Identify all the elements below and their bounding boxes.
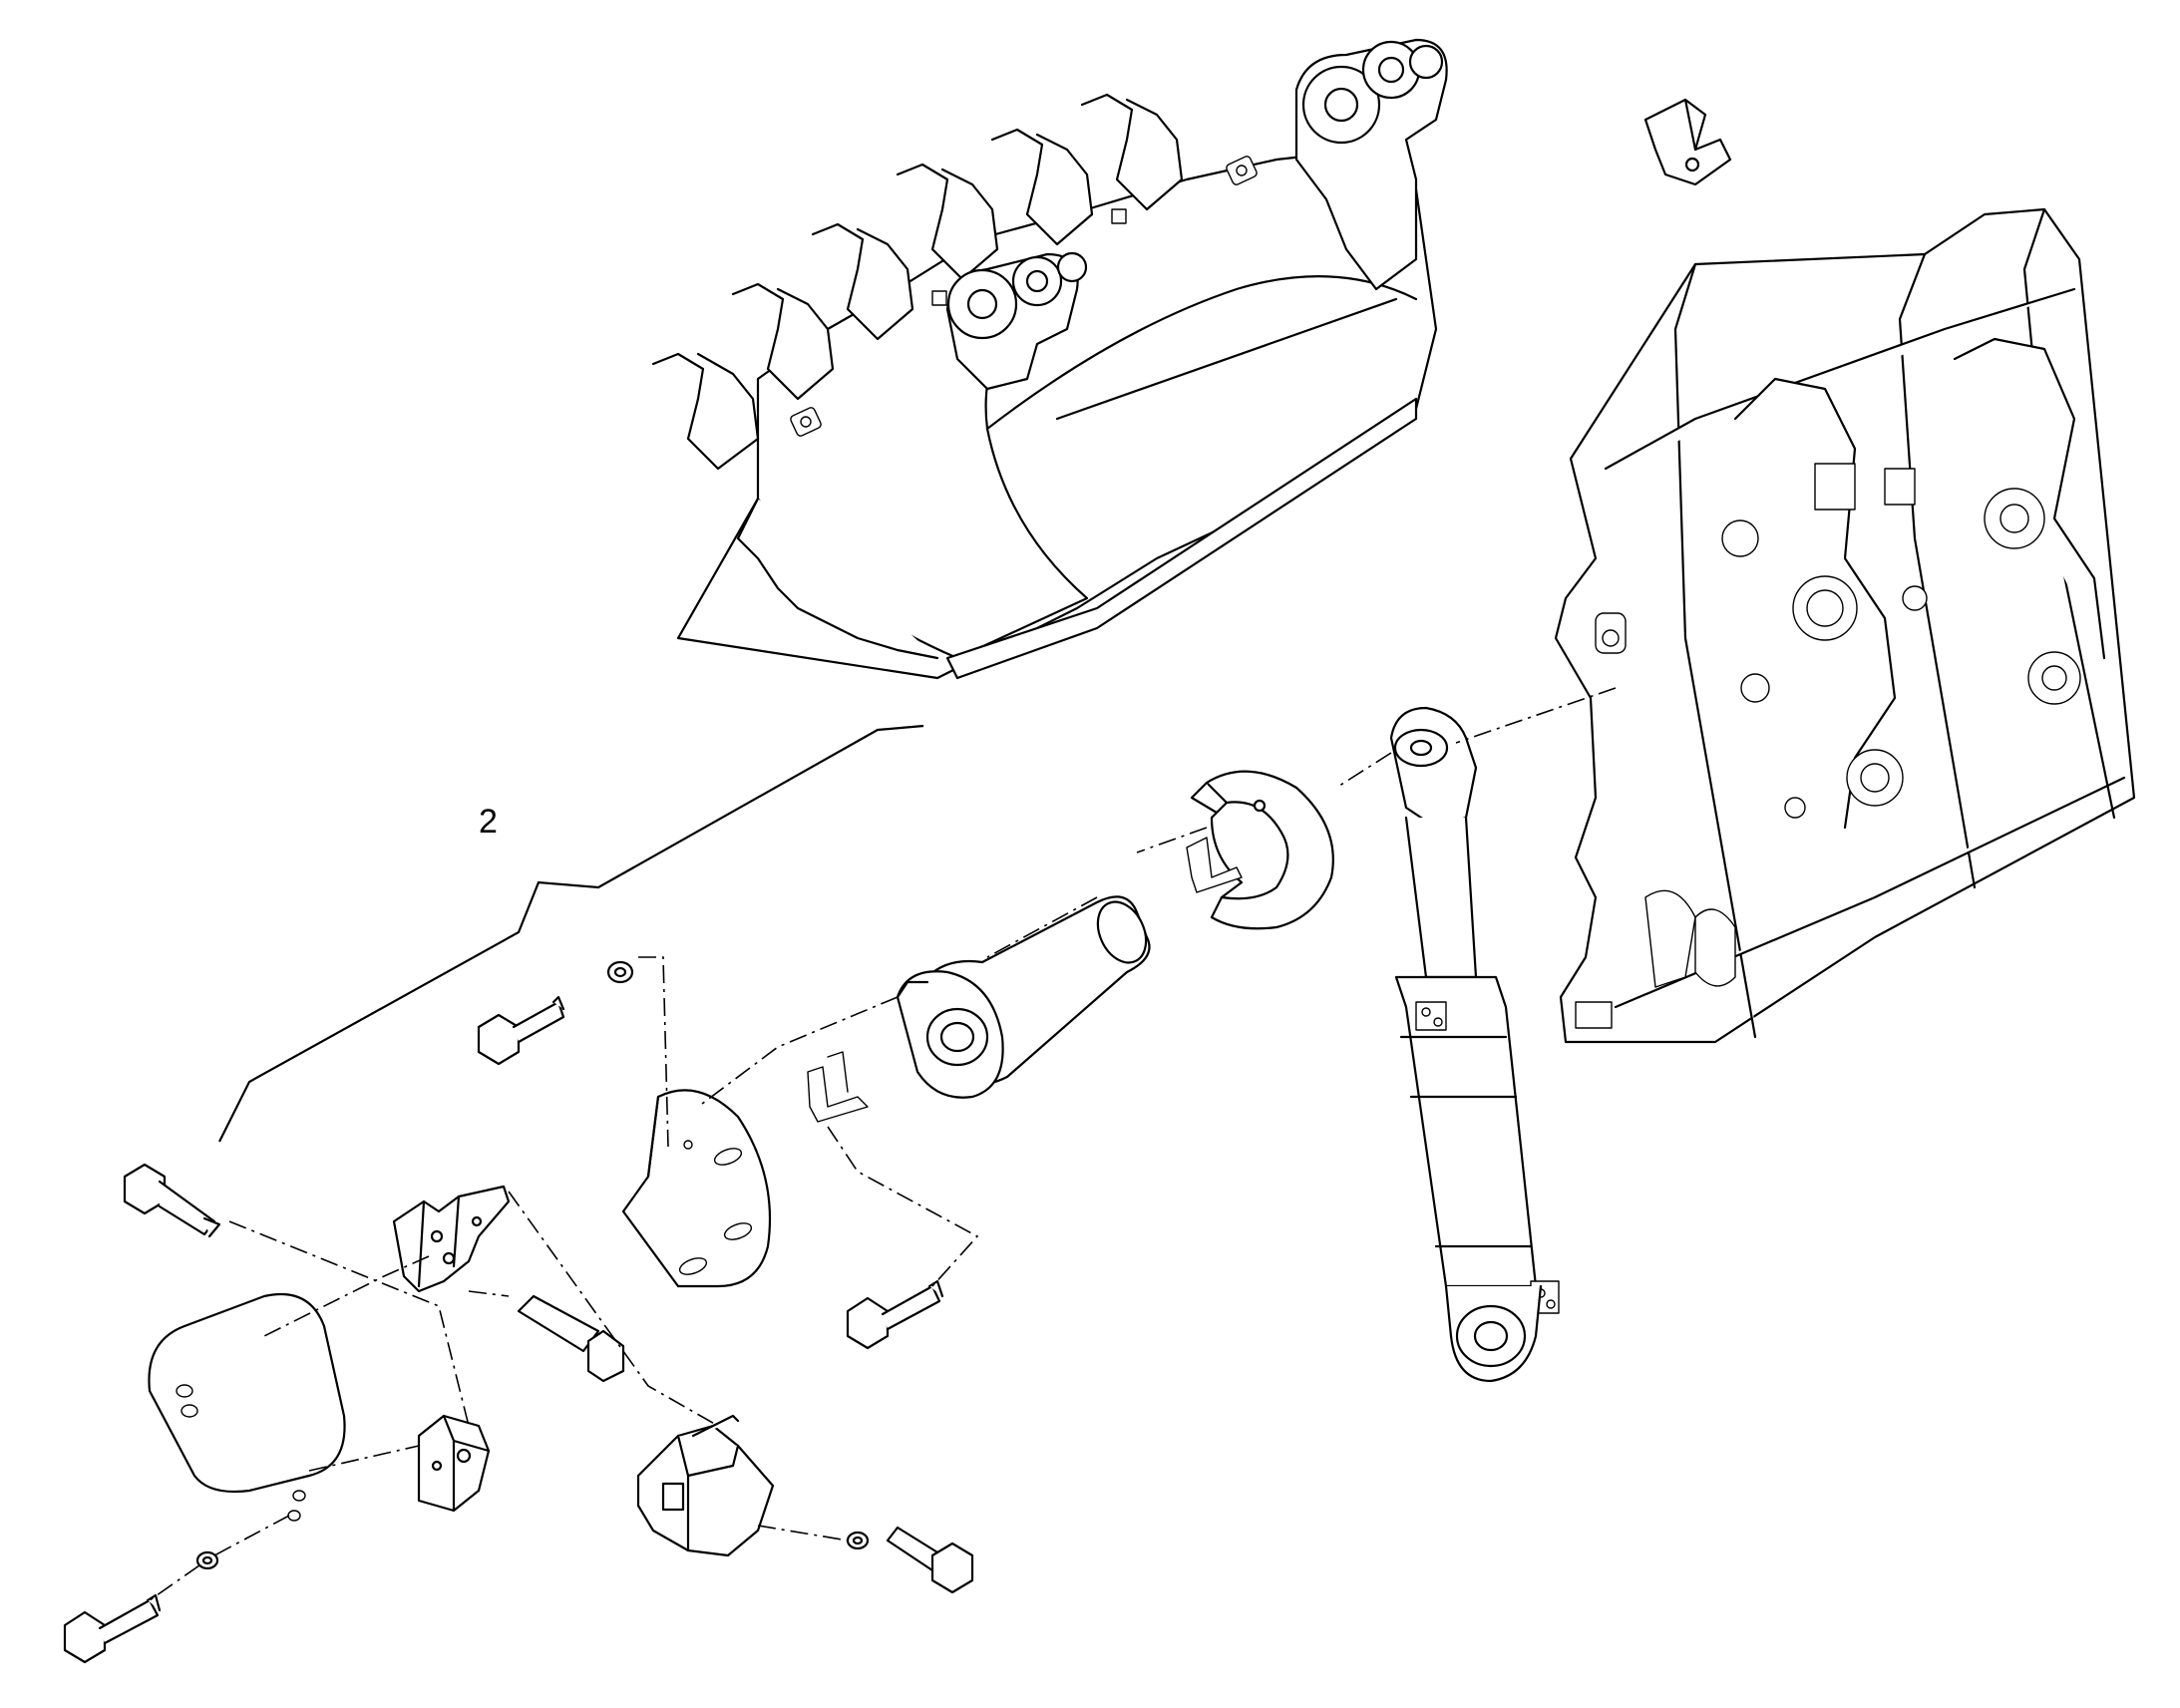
mounting-bracket: [392, 1185, 511, 1293]
bucket-teeth: [651, 93, 1184, 471]
callout-2-leader: [218, 724, 924, 1143]
bolt-bottom-left: [63, 1593, 162, 1664]
retaining-ring: [1190, 770, 1334, 930]
callout-2: 2: [218, 724, 924, 1143]
loader-bucket: [651, 38, 1448, 680]
washer-lower-right: [846, 1531, 870, 1550]
hydraulic-cylinder: [1389, 706, 1560, 1383]
quick-coupler-frame: [1554, 207, 2136, 1044]
bolt-bottom-right: [886, 1526, 974, 1594]
angle-bracket: [1643, 98, 1732, 186]
bolt-center: [517, 1294, 625, 1383]
bolt-left-upper: [123, 1163, 221, 1238]
washer-bottom-left: [195, 1550, 219, 1570]
callout-2-label: 2: [479, 803, 498, 841]
cover-plate-square: [148, 1292, 346, 1522]
spacer-block: [417, 1414, 491, 1513]
sensor-housing: [636, 1414, 775, 1557]
explode-lines: [149, 687, 1617, 1601]
washer-upper-center: [606, 960, 634, 984]
pin-cylinder: [896, 895, 1151, 1099]
bolt-lower-right: [846, 1279, 944, 1350]
cover-plate-round: [621, 1089, 772, 1288]
bucket-pivot-lugs: [945, 38, 1448, 391]
bolt-upper-center: [477, 995, 565, 1066]
retaining-clip-pair: [807, 837, 1243, 1123]
